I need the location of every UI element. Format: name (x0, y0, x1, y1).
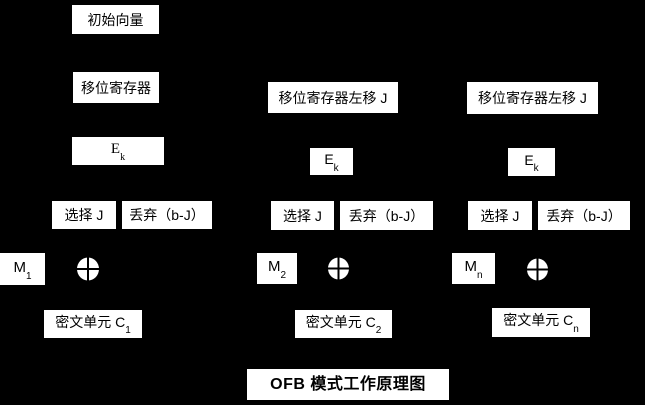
ciphertext-unit-label-1: 密文单元 C1 (55, 313, 131, 337)
discard-box-1: 丢弃（b-J） (122, 201, 212, 229)
select-j-box-3: 选择 J (468, 201, 532, 230)
encrypt-ek-box-3: Ek (508, 148, 555, 176)
ek-label-1: Ek (110, 141, 126, 163)
discard-label-1: 丢弃（b-J） (129, 207, 205, 223)
ciphertext-unit-box-1: 密文单元 C1 (44, 310, 142, 338)
encrypt-ek-box-2: Ek (310, 148, 353, 175)
shift-register-box-1: 移位寄存器 (73, 72, 159, 103)
ciphertext-unit-label-2: 密文单元 C2 (305, 313, 382, 337)
ek-label-3: Ek (524, 151, 539, 175)
ciphertext-unit-box-2: 密文单元 C2 (295, 310, 392, 338)
select-j-box-2: 选择 J (271, 201, 334, 230)
select-j-label-1: 选择 J (64, 207, 104, 223)
m2-label: M2 (267, 258, 287, 281)
encrypt-ek-box-1: Ek (72, 137, 164, 165)
shift-register-label-3: 移位寄存器左移 J (478, 90, 587, 106)
message-mn-box: Mn (452, 253, 495, 284)
shift-register-label-2: 移位寄存器左移 J (278, 89, 388, 106)
xor-icon (328, 257, 349, 280)
m1-label: M1 (13, 258, 32, 282)
message-m1-box: M1 (0, 253, 45, 285)
select-j-box-1: 选择 J (52, 201, 116, 229)
discard-box-3: 丢弃（b-J） (538, 201, 630, 230)
xor-icon (77, 257, 99, 281)
ciphertext-unit-box-3: 密文单元 Cn (492, 308, 590, 337)
mn-label: Mn (464, 258, 483, 281)
diagram-title-text: OFB 模式工作原理图 (270, 375, 426, 393)
diagram-title: OFB 模式工作原理图 (247, 369, 449, 400)
select-j-label-3: 选择 J (480, 207, 520, 224)
shift-register-box-3: 移位寄存器左移 J (467, 82, 598, 114)
initial-vector-box: 初始向量 (72, 5, 159, 34)
ek-label-2: Ek (324, 151, 339, 174)
discard-label-2: 丢弃（b-J） (348, 207, 425, 224)
discard-label-3: 丢弃（b-J） (546, 207, 622, 224)
initial-vector-label: 初始向量 (87, 11, 144, 28)
shift-register-label-1: 移位寄存器 (81, 79, 151, 96)
message-m2-box: M2 (257, 253, 297, 284)
shift-register-box-2: 移位寄存器左移 J (268, 82, 398, 113)
discard-box-2: 丢弃（b-J） (340, 201, 433, 230)
select-j-label-2: 选择 J (283, 207, 322, 224)
ciphertext-unit-label-3: 密文单元 Cn (503, 312, 579, 335)
xor-icon (527, 258, 548, 281)
